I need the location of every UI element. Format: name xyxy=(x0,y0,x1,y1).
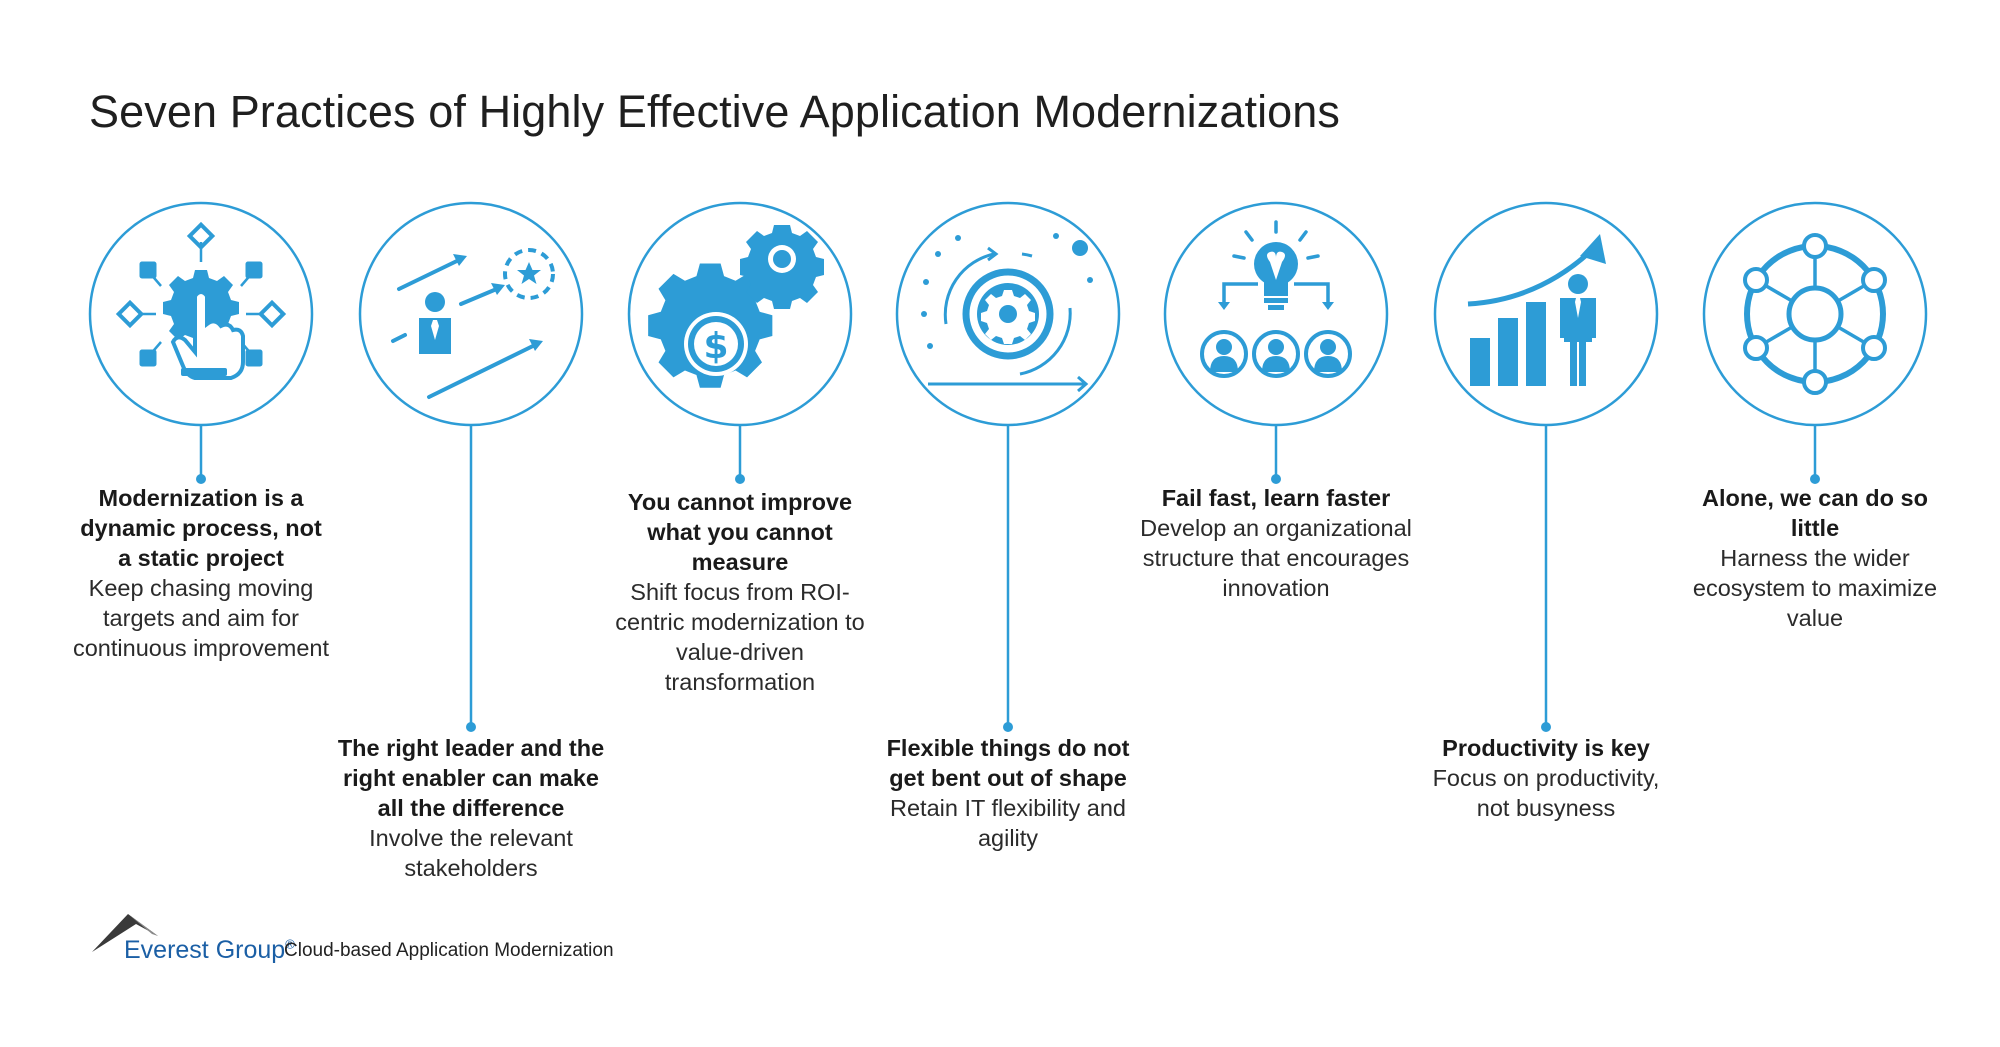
practice-text-5: Fail fast, learn faster Develop an organ… xyxy=(1136,483,1416,603)
practice-heading: Modernization is a dynamic process, not … xyxy=(80,485,322,571)
practice-heading: Productivity is key xyxy=(1442,735,1650,761)
practice-text-3: You cannot improve what you cannot measu… xyxy=(610,487,870,697)
practice-heading: The right leader and the right enabler c… xyxy=(337,735,605,821)
practice-description: Develop an organizational structure that… xyxy=(1140,515,1412,601)
practice-description: Retain IT flexibility and agility xyxy=(890,795,1126,851)
connector-dot-6 xyxy=(1541,722,1551,732)
practice-text-7: Alone, we can do so little Harness the w… xyxy=(1685,483,1945,633)
svg-text:$: $ xyxy=(703,326,728,367)
registered-mark: ® xyxy=(285,936,295,952)
practice-heading: Flexible things do not get bent out of s… xyxy=(886,735,1130,791)
connector-dot-2 xyxy=(466,722,476,732)
practice-description: Shift focus from ROI-centric modernizati… xyxy=(615,579,865,695)
connector-dot-5 xyxy=(1271,474,1281,484)
practice-text-1: Modernization is a dynamic process, not … xyxy=(71,483,331,663)
connector-dot-1 xyxy=(196,474,206,484)
practice-heading: Alone, we can do so little xyxy=(1702,485,1928,541)
practice-heading: You cannot improve what you cannot measu… xyxy=(627,489,853,575)
everest-logo-icon xyxy=(92,914,158,952)
footer: Everest Group® Cloud-based Application M… xyxy=(92,912,692,972)
gear-click-icon xyxy=(115,221,287,380)
practice-circle-5 xyxy=(1163,201,1389,427)
growth-chart-person-icon xyxy=(1467,234,1606,386)
leader-arrows-icon xyxy=(391,248,555,399)
gear-cycle-icon xyxy=(921,233,1093,393)
footer-subtitle: Cloud-based Application Modernization xyxy=(284,940,614,961)
connector-dot-3 xyxy=(735,474,745,484)
practice-description: Involve the relevant stakeholders xyxy=(369,825,573,881)
practice-description: Keep chasing moving targets and aim for … xyxy=(72,575,330,661)
practice-circle-2 xyxy=(358,201,584,427)
connector-dot-7 xyxy=(1810,474,1820,484)
network-hub-icon xyxy=(1743,233,1887,395)
practice-description: Harness the wider ecosystem to maximize … xyxy=(1692,545,1938,631)
dollar-gears-icon: $ xyxy=(648,225,824,388)
practice-text-6: Productivity is key Focus on productivit… xyxy=(1416,733,1676,823)
practice-text-2: The right leader and the right enabler c… xyxy=(331,733,611,883)
practice-text-4: Flexible things do not get bent out of s… xyxy=(878,733,1138,853)
lightbulb-team-icon xyxy=(1200,220,1352,378)
practice-heading: Fail fast, learn faster xyxy=(1161,485,1391,511)
page-title: Seven Practices of Highly Effective Appl… xyxy=(89,86,1341,137)
brand-name: Everest Group® xyxy=(124,936,295,964)
connector-dot-4 xyxy=(1003,722,1013,732)
practice-description: Focus on productivity, not busyness xyxy=(1432,765,1660,821)
